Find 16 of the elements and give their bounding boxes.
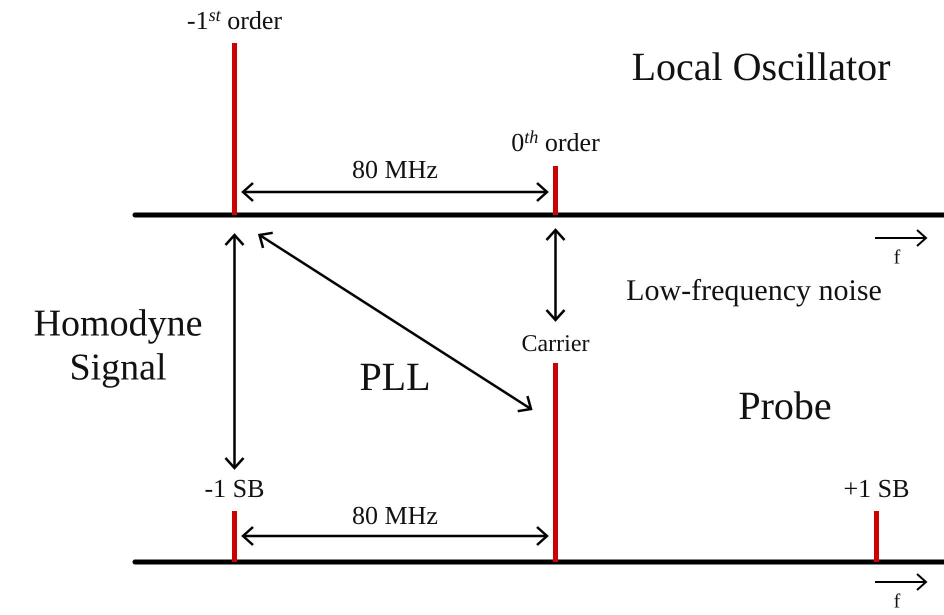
line-label: -1$^{st}$ order: [186, 8, 282, 34]
region-label: Probe: [738, 383, 832, 429]
arrow: [224, 234, 245, 470]
arrow: [545, 228, 566, 322]
axis-label: f: [894, 590, 900, 614]
line-label: 0$^{th}$ order: [511, 130, 600, 156]
line-label: Carrier: [522, 332, 590, 356]
line-label: +1 SB: [844, 476, 910, 502]
axis-label: f: [894, 246, 900, 270]
line-label: -1 SB: [204, 476, 264, 502]
region-label: Local Oscillator: [632, 44, 890, 90]
edge-label: 80 MHz: [352, 501, 438, 531]
arrow: [242, 182, 548, 202]
arrow: [242, 526, 548, 546]
edge-label: 80 MHz: [352, 155, 438, 185]
arrow: [258, 232, 532, 412]
